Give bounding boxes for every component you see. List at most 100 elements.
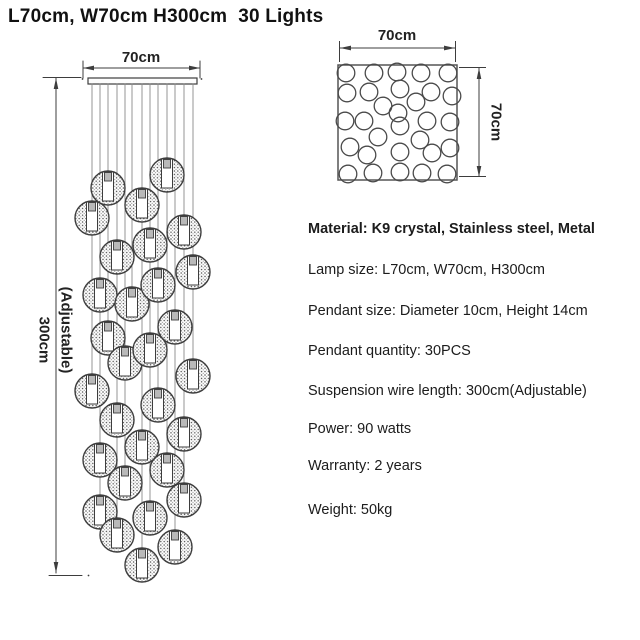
pendant-position-circle: [440, 112, 460, 132]
bulb-tube: [178, 483, 190, 514]
arrowhead-right-icon: [189, 65, 200, 71]
bulb-socket: [96, 444, 104, 454]
pendant-ball: [149, 452, 185, 488]
top-height-label: 70cm: [488, 103, 505, 141]
bulb-socket: [180, 418, 188, 428]
bulb-tube: [161, 158, 173, 189]
arrowhead-right-icon: [444, 45, 455, 51]
ceiling-plate: [87, 77, 198, 85]
top-width-dimension: 70cm: [339, 27, 456, 62]
bulb-tube: [187, 255, 199, 286]
pendant-ball: [175, 254, 211, 290]
top-width-label: 70cm: [378, 27, 416, 44]
pendant-ball: [90, 320, 126, 356]
bulb-tube: [111, 403, 123, 434]
bulb-socket: [104, 322, 112, 332]
pendant-ball: [124, 429, 160, 465]
pendant-position-circle: [337, 83, 357, 103]
side-width-label: 70cm: [122, 49, 160, 66]
bulb-socket: [189, 360, 197, 370]
pendant-ball: [166, 482, 202, 518]
bulb-socket: [146, 502, 154, 512]
pendant-ball: [114, 286, 150, 322]
pendant-position-circle: [340, 137, 360, 157]
pendant-position-circle: [440, 138, 460, 158]
bulb-tube: [119, 346, 131, 377]
bulb-socket: [138, 189, 146, 199]
side-width-dimension: 70cm: [82, 49, 201, 79]
pendant-ball: [107, 465, 143, 501]
bulb-socket: [163, 159, 171, 169]
bulb-tube: [152, 268, 164, 299]
bulb-tube: [136, 430, 148, 461]
bulb-socket: [96, 496, 104, 506]
witness-dot: [81, 78, 84, 80]
bulb-socket: [138, 431, 146, 441]
bulb-socket: [163, 454, 171, 464]
bulb-tube: [136, 548, 148, 579]
pendant-position-circle: [354, 111, 374, 131]
pendant-ball: [124, 547, 160, 583]
arrowhead-left-icon: [83, 65, 94, 71]
bulb-socket: [180, 484, 188, 494]
bulb-socket: [154, 389, 162, 399]
witness-dot: [87, 574, 90, 577]
pendant-position-circle: [410, 130, 430, 150]
arrowhead-up-icon: [53, 78, 59, 89]
crystal-pendants: [74, 157, 211, 583]
pendant-ball: [99, 402, 135, 438]
pendant-position-circle: [442, 86, 462, 106]
bulb-tube: [126, 287, 138, 318]
bulb-tube: [86, 201, 98, 232]
pendant-position-circle: [390, 142, 410, 162]
bulb-tube: [94, 443, 106, 474]
bulb-tube: [111, 240, 123, 271]
bulb-socket: [154, 269, 162, 279]
pendant-position-circle: [364, 63, 384, 83]
pendant-position-circle: [359, 82, 379, 102]
pendant-position-circle: [422, 143, 442, 163]
top-view-diagram: 70cm 70cm: [335, 27, 505, 184]
pendant-position-circle: [437, 164, 457, 184]
pendant-ball: [74, 373, 110, 409]
pendant-position-circle: [412, 163, 432, 183]
pendant-position-circle: [390, 79, 410, 99]
bulb-tube: [102, 171, 114, 202]
pendant-position-circle: [335, 111, 355, 131]
witness-dot: [200, 78, 203, 80]
side-view-diagram: 70cm 300cm (Adjustable): [36, 49, 211, 583]
bulb-socket: [88, 202, 96, 212]
pendant-position-circle: [438, 63, 458, 83]
arrowhead-up-icon: [476, 68, 482, 79]
pendant-ball: [90, 170, 126, 206]
bulb-socket: [128, 288, 136, 298]
bulb-socket: [121, 467, 129, 477]
side-height-label: 300cm: [36, 317, 53, 364]
pendant-ball: [140, 387, 176, 423]
bulb-tube: [94, 495, 106, 526]
pendant-ball: [157, 529, 193, 565]
pendant-position-circle: [390, 162, 410, 182]
bulb-tube: [144, 333, 156, 364]
pendant-position-circle: [368, 127, 388, 147]
bulb-tube: [94, 278, 106, 309]
bulb-tube: [169, 310, 181, 341]
pendant-position-circle: [411, 63, 431, 83]
bulb-socket: [171, 311, 179, 321]
bulb-tube: [136, 188, 148, 219]
bulb-tube: [144, 228, 156, 259]
bulb-socket: [121, 347, 129, 357]
pendant-ball: [124, 187, 160, 223]
pendant-ball: [149, 157, 185, 193]
bulb-tube: [144, 501, 156, 532]
pendant-ball: [74, 200, 110, 236]
pendant-position-circle: [363, 163, 383, 183]
pendant-position-circle: [338, 164, 358, 184]
top-height-dimension: 70cm: [459, 67, 505, 177]
pendant-ball: [132, 500, 168, 536]
bulb-tube: [169, 530, 181, 561]
bulb-socket: [113, 241, 121, 251]
bulb-tube: [178, 417, 190, 448]
pendant-ball: [175, 358, 211, 394]
